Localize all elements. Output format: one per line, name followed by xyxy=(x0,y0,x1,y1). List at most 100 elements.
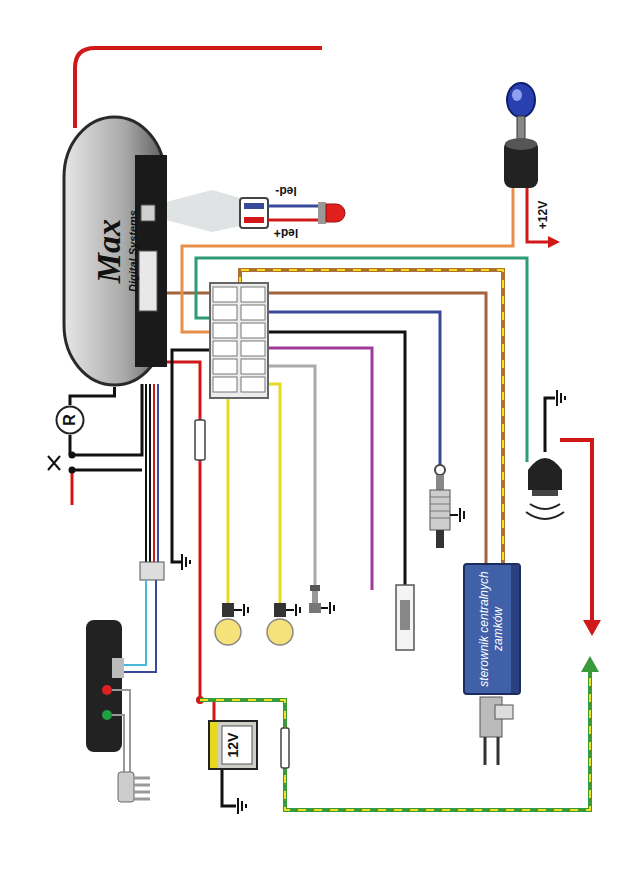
connector-block-part xyxy=(213,341,237,356)
connector-block-part xyxy=(213,359,237,374)
wire-connector xyxy=(70,387,115,405)
signal-wires-part xyxy=(266,332,405,585)
led-plug-part xyxy=(318,202,326,224)
remote-receiver xyxy=(86,620,150,802)
unit-side-wires-part xyxy=(146,384,150,562)
connector-block-part xyxy=(213,323,237,338)
led-plus-label: led+ xyxy=(274,227,298,239)
connector-block-part xyxy=(241,377,265,392)
led-socket xyxy=(141,205,155,221)
connector-block-part xyxy=(213,377,237,392)
rotated-text-group: 12V xyxy=(226,725,240,765)
led-minus-label: led- xyxy=(275,185,296,197)
battery-label-plate xyxy=(222,726,252,764)
signal-wires-part xyxy=(266,348,372,590)
lock-actuator xyxy=(480,697,513,765)
door-switch-part xyxy=(396,585,414,650)
signal-wires xyxy=(172,258,527,605)
resistor-circle xyxy=(57,407,84,434)
siren-part xyxy=(560,440,592,620)
wire-line xyxy=(70,387,115,405)
siren-part xyxy=(557,390,565,406)
siren-part xyxy=(526,504,564,519)
supply-label: +12V xyxy=(537,201,549,229)
battery: 12V xyxy=(208,720,258,770)
alarm-unit: MaxDigital Systems xyxy=(62,115,167,387)
lamps-part xyxy=(267,619,293,645)
lamps-part xyxy=(274,603,286,617)
battery-return-wire-part xyxy=(281,728,289,768)
siren-part xyxy=(528,458,562,490)
lock-actuator-part xyxy=(485,737,498,765)
led-plug xyxy=(152,190,345,232)
battery-return-wire-part xyxy=(200,672,590,810)
battery-return-wire-part xyxy=(238,798,246,814)
battery-return-wire-part xyxy=(200,672,590,810)
unit-side-wires-part xyxy=(140,562,164,580)
signal-wires-part xyxy=(266,366,315,585)
led-plug-part xyxy=(326,204,345,222)
node-title: Max xyxy=(90,120,126,382)
battery-return-wire xyxy=(200,656,599,814)
hood-switch-part xyxy=(450,508,464,522)
siren-part xyxy=(532,490,558,496)
connector-block-part xyxy=(241,305,265,320)
connector-block-part xyxy=(241,359,265,374)
fuse-part xyxy=(195,420,205,460)
ignition-key-part xyxy=(505,138,537,150)
door-switch xyxy=(396,585,414,650)
unit-side-wires-part xyxy=(69,467,76,474)
node-subtitle: Digital Systems xyxy=(126,120,139,382)
led-plug-part xyxy=(244,203,264,209)
unit-side-wires-part xyxy=(72,469,142,472)
rotated-text-group: MaxDigital Systems xyxy=(90,120,139,382)
connector-block-part xyxy=(241,323,265,338)
lock-actuator-part xyxy=(495,705,513,719)
battery-side xyxy=(210,722,218,768)
ignition-wires-part xyxy=(527,188,548,242)
led-plug-part xyxy=(166,190,240,232)
lamps-part xyxy=(286,604,300,616)
remote-receiver-part xyxy=(118,772,134,802)
siren xyxy=(526,390,601,636)
node-title: R xyxy=(62,410,78,430)
node-title: 12V xyxy=(226,725,240,765)
door-switch-part xyxy=(400,600,410,630)
battery-return-wire-part xyxy=(581,656,599,672)
led-plug-part xyxy=(268,205,320,208)
unit-side-wires-part xyxy=(69,452,76,459)
remote-receiver-part xyxy=(112,690,130,772)
signal-wires-part xyxy=(196,258,527,462)
unit-connector-strip xyxy=(135,155,167,367)
remote-receiver-part xyxy=(112,658,124,678)
unit-side-wires-part xyxy=(122,580,146,665)
wire-connector xyxy=(167,362,214,720)
battery-return-wire-part xyxy=(222,770,236,806)
controller-side xyxy=(511,565,519,693)
node-title: sterownik centralnych zamków xyxy=(478,568,506,690)
unit-side-wires-part xyxy=(48,456,60,470)
wire-line xyxy=(167,362,214,720)
signal-wires-part xyxy=(182,554,190,570)
connector-block xyxy=(210,283,268,398)
unit-side-wires-part xyxy=(71,470,74,505)
signal-wires-part xyxy=(266,312,440,465)
battery-case xyxy=(209,721,257,769)
remote-receiver-part xyxy=(102,685,112,695)
remote-receiver-part xyxy=(102,710,112,720)
hood-switch-part xyxy=(436,530,444,548)
unit-side-wires-part xyxy=(157,384,159,562)
connector-block-part xyxy=(241,341,265,356)
connector-block-part xyxy=(213,287,237,302)
main-socket xyxy=(139,251,157,311)
lock-controller: sterownik centralnych zamków xyxy=(463,563,521,695)
signal-wires-part xyxy=(266,384,280,605)
led-plug-part xyxy=(268,219,320,222)
push-switch-part xyxy=(312,591,318,603)
push-switch-part xyxy=(309,603,321,613)
hood-switch xyxy=(430,465,464,548)
push-switch-part xyxy=(321,602,334,614)
controller-case xyxy=(464,564,520,694)
lamps-part xyxy=(215,619,241,645)
